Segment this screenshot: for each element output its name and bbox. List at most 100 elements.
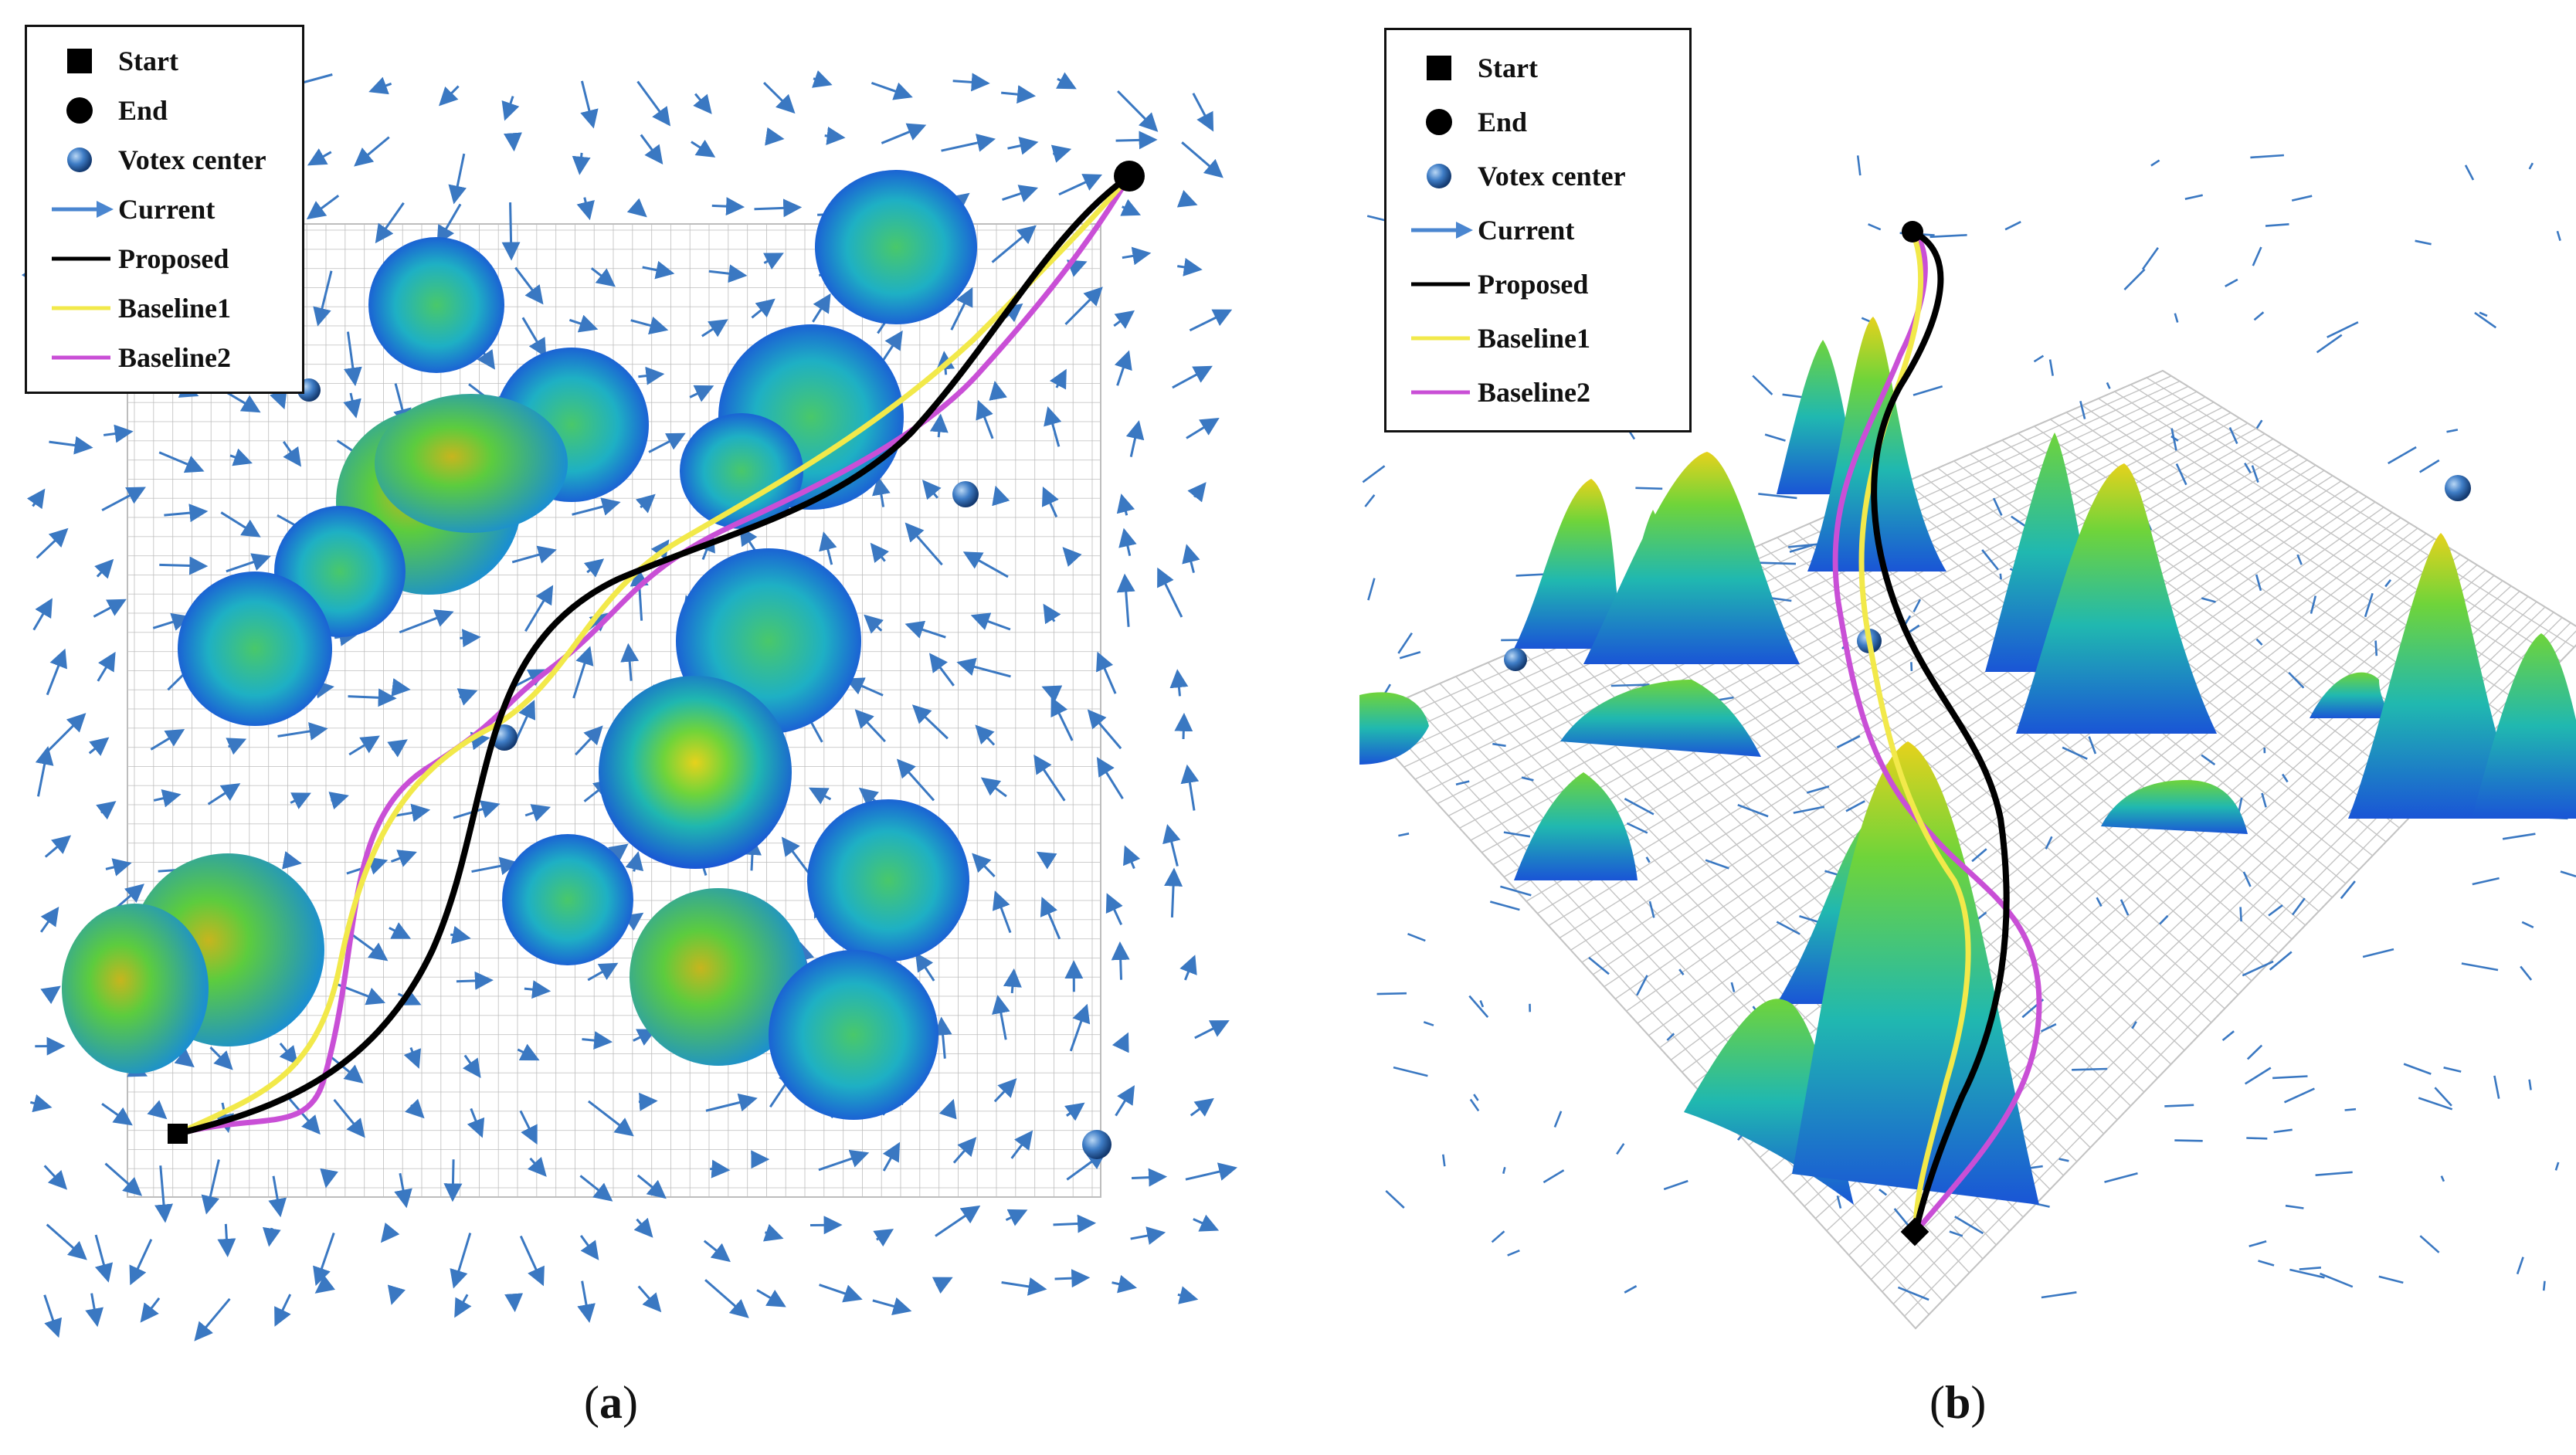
current-arrow <box>1949 1230 1963 1237</box>
current-arrow <box>2041 1291 2077 1299</box>
current-arrow <box>636 80 671 127</box>
current-arrow <box>870 542 890 564</box>
grid-line <box>2130 384 2561 662</box>
current-arrow <box>1954 1216 1984 1235</box>
current-arrow <box>637 1285 662 1313</box>
current-arrow <box>970 612 1011 631</box>
current-arrow <box>217 1223 236 1257</box>
current-arrow <box>1087 709 1122 750</box>
grid-line <box>2114 391 2548 676</box>
current-arrow <box>1005 1209 1028 1226</box>
current-arrow <box>1001 1277 1047 1296</box>
current-arrow <box>511 545 557 564</box>
current-arrow <box>403 1046 422 1069</box>
legend-item-baseline2: Baseline2 <box>27 333 302 382</box>
current-arrow <box>2327 321 2359 338</box>
current-arrow <box>2245 1067 2272 1085</box>
current-arrow <box>1007 136 1039 155</box>
current-arrow <box>572 152 591 175</box>
current-arrow <box>2556 230 2561 241</box>
current-arrow <box>1096 651 1117 694</box>
current-arrow <box>975 724 996 746</box>
current-arrow <box>343 392 361 419</box>
current-arrow <box>2419 459 2440 473</box>
current-arrow <box>1666 1033 1675 1041</box>
current-arrow <box>129 1239 153 1286</box>
current-arrow <box>1033 755 1066 802</box>
current-arrow <box>49 436 93 455</box>
current-arrow <box>2141 247 2159 270</box>
current-arrow <box>201 1159 220 1215</box>
current-arrow <box>1500 885 1532 897</box>
vortex-center <box>1082 1130 1112 1159</box>
current-arrow <box>1187 482 1207 503</box>
current-arrow <box>290 792 311 809</box>
current-arrow <box>1897 1286 1929 1301</box>
current-arrow <box>503 132 522 152</box>
grid-line <box>1637 501 2376 1024</box>
current-arrow <box>2123 268 2146 291</box>
current-arrow <box>941 134 996 152</box>
current-arrow <box>2159 914 2169 925</box>
current-arrow <box>1399 651 1421 660</box>
current-arrow <box>32 598 53 631</box>
current-arrow <box>2048 359 2054 376</box>
legend-label: Start <box>118 46 178 76</box>
current-arrow <box>1929 234 1967 239</box>
current-arrow <box>514 700 536 741</box>
current-arrow <box>1180 764 1200 811</box>
current-arrow <box>1879 1189 1888 1196</box>
current-arrow <box>765 127 785 146</box>
current-arrow <box>88 737 110 756</box>
current-arrow <box>438 85 460 107</box>
current-arrow <box>824 126 846 145</box>
current-arrow <box>391 678 411 697</box>
current-arrow <box>1588 956 1610 975</box>
current-arrow <box>517 1043 540 1061</box>
legend-label: Baseline1 <box>1478 323 1591 354</box>
current-arrow <box>39 907 59 933</box>
obstacle <box>1792 741 2039 1205</box>
current-arrow <box>140 1297 161 1323</box>
current-arrow <box>2225 278 2238 287</box>
current-arrow <box>587 962 619 982</box>
current-arrow <box>314 1274 335 1294</box>
current-arrow <box>2388 446 2417 465</box>
current-arrow <box>1782 393 1804 399</box>
current-arrow <box>2265 223 2289 227</box>
current-arrow <box>582 1031 613 1050</box>
current-arrow <box>1836 734 1861 748</box>
current-arrow <box>2443 1067 2462 1073</box>
current-arrow <box>1806 785 1830 794</box>
current-arrow <box>1407 932 1426 942</box>
current-arrow <box>819 531 837 565</box>
current-arrow <box>2516 1257 2524 1275</box>
current-arrow <box>268 1175 287 1218</box>
grid-line <box>1777 537 2265 968</box>
current-arrow <box>40 985 61 1005</box>
current-arrow <box>2164 1104 2194 1107</box>
current-arrow <box>1096 757 1124 799</box>
current-arrow <box>36 527 69 559</box>
legend-label: Start <box>1478 53 1538 83</box>
obstacle <box>2101 780 2248 834</box>
current-arrow <box>864 614 884 634</box>
current-arrow <box>1185 1162 1238 1181</box>
current-arrow <box>2299 1267 2322 1270</box>
current-arrow <box>467 1107 485 1138</box>
current-arrow <box>43 1165 68 1190</box>
current-arrow <box>2221 1030 2235 1042</box>
current-arrow <box>2472 877 2500 886</box>
current-arrow <box>763 81 796 114</box>
legend-item-baseline1: Baseline1 <box>1386 311 1689 365</box>
current-arrow <box>35 745 54 797</box>
current-arrow <box>572 646 594 699</box>
current-arrow <box>952 1137 977 1164</box>
grid-line <box>1793 530 2279 954</box>
baseline1-path <box>176 174 1132 1137</box>
current-arrow <box>44 835 72 858</box>
current-arrow <box>763 253 784 270</box>
current-arrow <box>575 725 603 756</box>
current-arrow <box>2250 154 2284 159</box>
